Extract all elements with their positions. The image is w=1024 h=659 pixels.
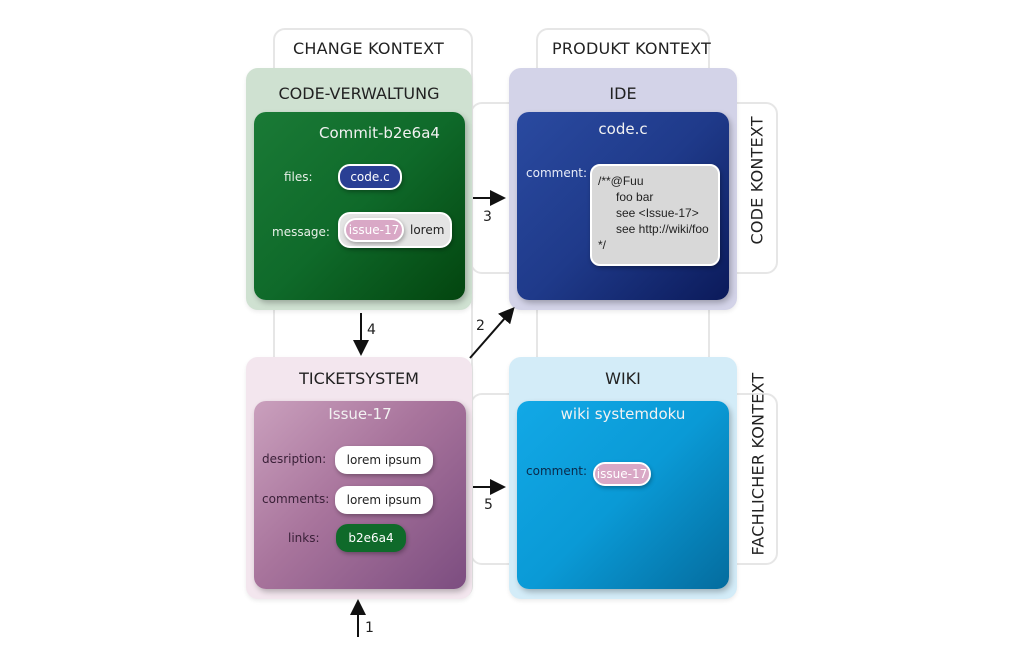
wiki-issue-tag[interactable]: issue-17 [593, 462, 651, 486]
description-label: desription: [262, 452, 327, 466]
arrow-2-label: 2 [476, 318, 485, 334]
arrow-2 [469, 306, 515, 359]
arrow-5-label: 5 [484, 497, 493, 513]
ide-title: IDE [609, 84, 637, 103]
comment-line: foo bar [616, 190, 654, 204]
message-label: message: [272, 225, 330, 239]
change-kontext-label: CHANGE KONTEXT [293, 39, 445, 58]
files-value-pill[interactable]: code.c [338, 164, 402, 190]
ide-comment-label: comment: [526, 166, 588, 180]
ticketsystem-title: TICKETSYSTEM [299, 369, 419, 388]
commit-title: Commit-b2e6a4 [319, 124, 440, 142]
code-verwaltung-system: CODE-VERWALTUNG Commit-b2e6a4 files: cod… [246, 68, 472, 310]
message-issue-tag[interactable]: issue-17 [344, 218, 404, 242]
code-file-artifact[interactable]: code.c comment: /**@Fuu foo bar see <Iss… [517, 112, 729, 300]
code-verwaltung-title: CODE-VERWALTUNG [278, 84, 440, 103]
produkt-kontext-label: PRODUKT KONTEXT [552, 39, 712, 58]
issue-artifact[interactable]: Issue-17 desription: lorem ipsum comment… [254, 401, 466, 589]
comment-line: /**@Fuu [598, 174, 644, 188]
links-value-pill[interactable]: b2e6a4 [336, 524, 406, 552]
comment-line: see http://wiki/foo [616, 222, 709, 236]
wiki-title: WIKI [605, 369, 641, 388]
comments-value-pill[interactable]: lorem ipsum [335, 486, 433, 514]
ticketsystem-system: TICKETSYSTEM Issue-17 desription: lorem … [246, 357, 472, 599]
wiki-page-artifact[interactable]: wiki systemdoku comment: issue-17 [517, 401, 729, 589]
arrow-1-label: 1 [365, 620, 374, 636]
description-value-pill[interactable]: lorem ipsum [335, 446, 433, 474]
message-text: lorem [410, 223, 445, 237]
arrow-4-label: 4 [367, 322, 376, 338]
issue-title: Issue-17 [328, 405, 392, 423]
wiki-system: WIKI wiki systemdoku comment: issue-17 [509, 357, 737, 599]
wiki-comment-label: comment: [526, 464, 588, 478]
wiki-page-title: wiki systemdoku [560, 405, 686, 423]
links-label: links: [288, 531, 320, 545]
comments-label: comments: [262, 492, 330, 506]
code-file-title: code.c [598, 120, 648, 138]
files-label: files: [284, 170, 313, 184]
commit-artifact[interactable]: Commit-b2e6a4 files: code.c message: iss… [254, 112, 465, 300]
comment-line: */ [598, 238, 607, 252]
arrow-3-label: 3 [483, 209, 492, 225]
ide-comment-box[interactable]: /**@Fuu foo bar see <Issue-17> see http:… [590, 164, 720, 266]
ide-system: IDE code.c comment: /**@Fuu foo bar see … [509, 68, 737, 310]
message-value-pill[interactable]: issue-17 lorem [338, 212, 452, 248]
comment-line: see <Issue-17> [616, 206, 699, 220]
